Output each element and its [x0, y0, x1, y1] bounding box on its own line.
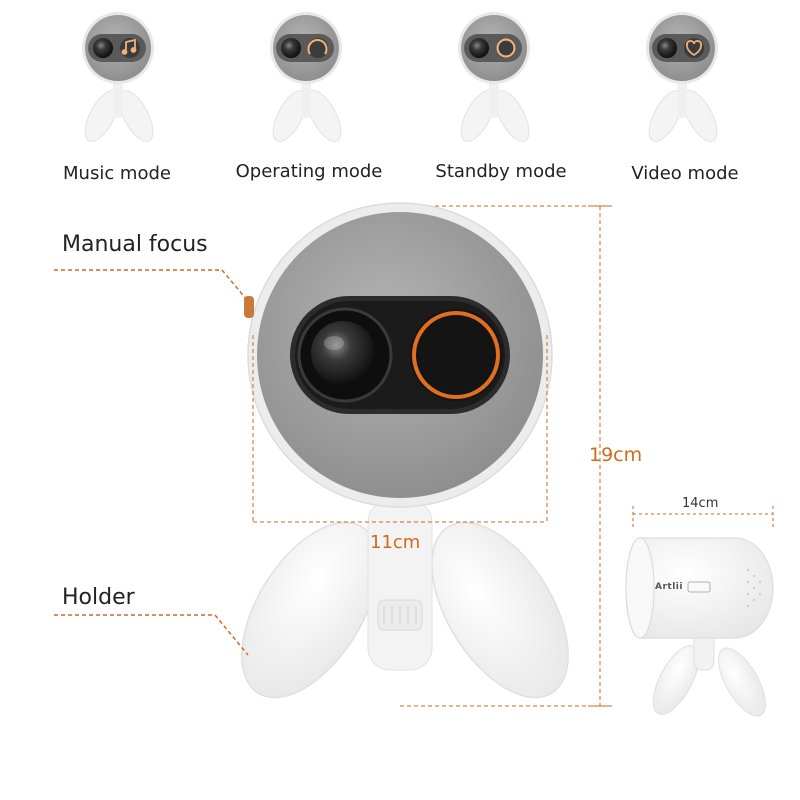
side-view-brand-logo: Artlii: [655, 582, 683, 592]
status-ring-light: [412, 311, 500, 399]
holder-legs: [241, 499, 569, 699]
width-dimension-lines: [252, 335, 548, 523]
width-dimension-label: 11cm: [370, 532, 421, 553]
mode-operating: [265, 11, 349, 147]
side-view-projector: [625, 506, 774, 717]
music-note-icon: [121, 38, 137, 55]
holder-label: Holder: [62, 585, 135, 610]
mode-music: [77, 11, 161, 147]
height-dimension-lines: [400, 205, 612, 707]
height-dimension-label: 19cm: [589, 444, 643, 466]
projector-lens: [311, 321, 375, 385]
mode-label-standby: Standby mode: [435, 161, 567, 182]
arc-ring-icon: [307, 39, 328, 55]
projector-head: [244, 202, 553, 508]
mode-standby: [453, 11, 537, 147]
manual-focus-label: Manual focus: [62, 232, 208, 257]
full-ring-icon: [496, 38, 516, 58]
mode-label-operating: Operating mode: [235, 161, 383, 182]
depth-dimension-label: 14cm: [682, 496, 719, 511]
focus-dial[interactable]: [244, 296, 254, 318]
manual-focus-pointer: [54, 269, 248, 301]
mode-label-music: Music mode: [63, 163, 171, 184]
mode-video: [641, 11, 725, 147]
heart-icon: [685, 40, 703, 57]
holder-pointer: [54, 614, 249, 656]
mode-label-video: Video mode: [631, 163, 739, 184]
